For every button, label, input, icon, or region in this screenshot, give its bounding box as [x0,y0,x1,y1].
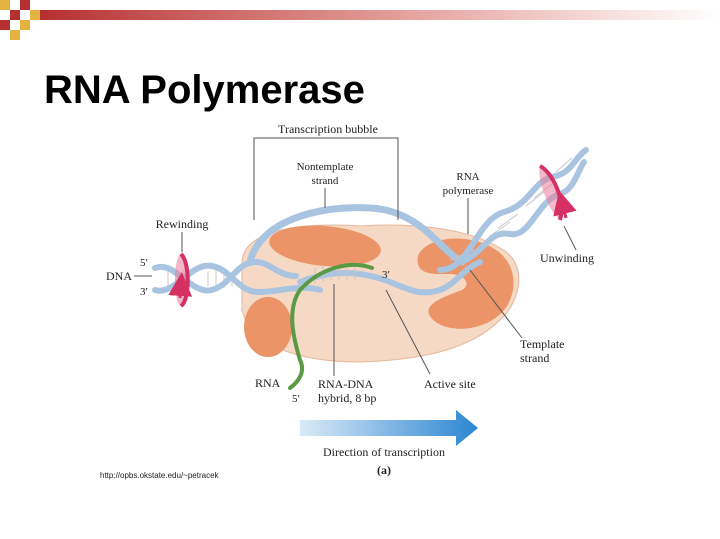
rewinding-label: Rewinding [156,217,209,231]
direction-arrow-icon [300,410,478,446]
transcription-bubble-bracket [253,137,399,220]
active-site-label: Active site [424,377,476,391]
dna-helix-right [437,147,589,273]
dna-strand-lower-right [459,159,587,265]
rewinding-rotation-icon [168,252,193,308]
active-site-leader [385,289,431,375]
dna-strand-upper-right [437,147,589,273]
polymerase-lower-lobe [244,297,292,357]
direction-label: Direction of transcription [323,445,445,459]
polymerase-upper-lobe [269,225,381,267]
polymerase-enzyme [241,224,520,363]
nontemplate-label-line2: strand [312,175,339,187]
header-gradient-bar [40,10,720,20]
template-label-line2: strand [520,351,549,365]
unwinding-label: Unwinding [540,251,594,265]
rna-strand [288,263,374,390]
header-decoration [0,0,720,40]
nontemplate-strand [246,204,466,266]
rna-polymerase-label-line1: RNA [456,171,479,183]
rna-five-prime-label: 5′ [292,393,300,405]
transcription-bubble-label: Transcription bubble [278,122,378,136]
panel-label: (a) [377,463,391,477]
hybrid-label-line1: RNA-DNA [318,377,374,391]
slide-title: RNA Polymerase [44,68,365,112]
header-checker-icon [0,0,40,40]
unwinding-rotation-icon [538,164,577,221]
template-label-line1: Template [520,337,564,351]
rna-label: RNA [255,376,281,390]
source-url: http://opbs.okstate.edu/~petracek [100,471,219,480]
template-leader [469,269,523,339]
polymerase-right-lobe [417,238,514,329]
dna-five-prime-label: 5′ [140,257,148,269]
rna-three-prime-label: 3′ [382,269,390,281]
dna-label: DNA [106,269,132,283]
rna-polymerase-label-line2: polymerase [443,185,494,197]
dna-three-prime-label: 3′ [140,286,148,298]
nontemplate-label-line1: Nontemplate [297,161,354,173]
hybrid-label-line2: hybrid, 8 bp [318,391,376,405]
unwinding-leader [563,225,577,251]
